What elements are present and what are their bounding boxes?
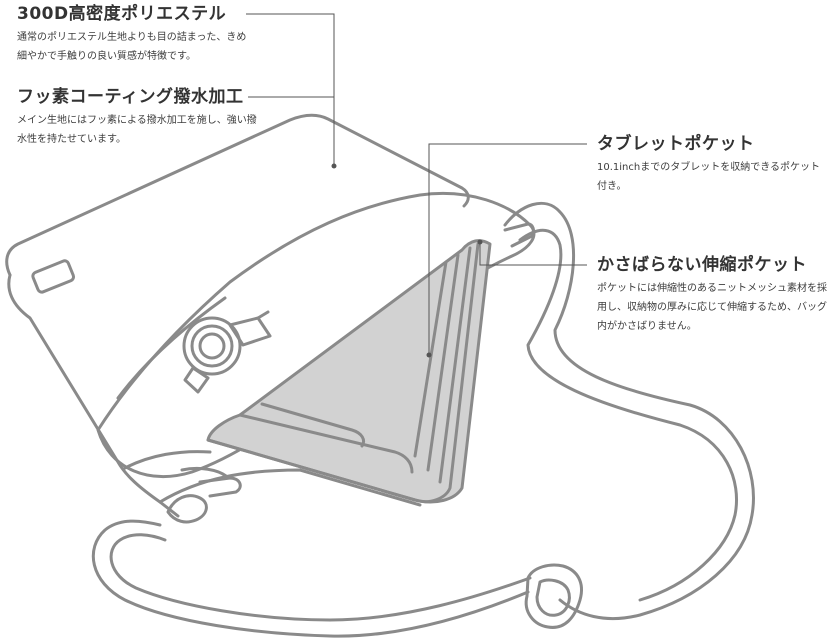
callout-title: 300D高密度ポリエステル bbox=[17, 4, 227, 24]
leader-dot-tablet bbox=[426, 352, 432, 358]
tablet-fill bbox=[206, 239, 492, 504]
callout-description: メイン生地にはフッ素による撥水加工を施し、強い撥水性を持たせています。 bbox=[17, 115, 257, 145]
strap-adjuster bbox=[524, 563, 583, 629]
leader-stretch bbox=[479, 242, 587, 266]
usb-plug bbox=[228, 316, 272, 347]
callout-stretch-pocket: かさばらない伸縮ポケット ポケットには伸縮性のあるニットメッシュ素材を採用し、収… bbox=[597, 254, 831, 336]
callout-description: 10.1inchまでのタブレットを収納できるポケット付き。 bbox=[597, 162, 821, 192]
zipper-pull bbox=[166, 494, 208, 524]
callout-title: フッ素コーティング撥水加工 bbox=[17, 87, 244, 107]
shoulder-strap-back bbox=[503, 201, 755, 621]
callout-title: タブレットポケット bbox=[597, 134, 755, 154]
callout-tablet-pocket: タブレットポケット 10.1inchまでのタブレットを収納できるポケット付き。 bbox=[597, 133, 827, 196]
logo-patch bbox=[31, 259, 76, 294]
leader-dot-polyester bbox=[331, 163, 337, 169]
leader-tablet bbox=[428, 143, 587, 355]
front-flap bbox=[96, 191, 536, 479]
leader-polyester bbox=[246, 13, 335, 166]
cable-coil bbox=[182, 316, 242, 376]
callout-title: かさばらない伸縮ポケット bbox=[597, 255, 807, 275]
callout-polyester: 300D高密度ポリエステル 通常のポリエステル生地よりも目の詰まった、きめ細やか… bbox=[17, 3, 252, 66]
callout-fluorine-coating: フッ素コーティング撥水加工 メイン生地にはフッ素による撥水加工を施し、強い撥水性… bbox=[17, 86, 257, 149]
callout-description: ポケットには伸縮性のあるニットメッシュ素材を採用し、収納物の厚みに応じて伸縮する… bbox=[597, 283, 827, 332]
callout-description: 通常のポリエステル生地よりも目の詰まった、きめ細やかで手触りの良い質感が特徴です… bbox=[17, 32, 247, 62]
shoulder-strap-front bbox=[91, 519, 530, 638]
leader-dot-stretch bbox=[477, 239, 483, 245]
